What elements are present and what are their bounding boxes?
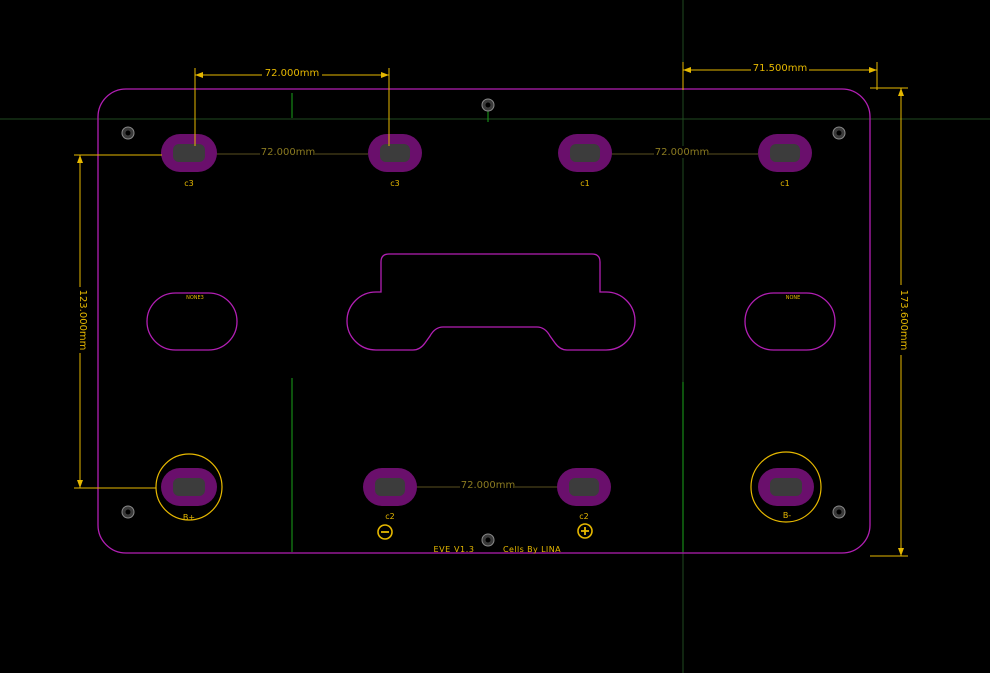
inline-dim-c3: 72.000mm (261, 147, 315, 158)
pad-label-b-plus: B+ (183, 513, 195, 522)
right-cutout (744, 292, 836, 351)
pad-label-c1-left: c1 (580, 179, 590, 188)
minus-circle-icon (377, 524, 393, 540)
dim-label-height-vertical: 173.600mm (898, 290, 909, 351)
pad-c1-right[interactable] (758, 134, 812, 172)
plus-circle-icon (577, 523, 593, 539)
pad-c3-right[interactable] (368, 134, 422, 172)
mounting-hole-icon (832, 126, 846, 140)
mounting-hole-icon (121, 505, 135, 519)
board-outline (97, 88, 871, 554)
dim-label-top-pad-spacing: 72.000mm (265, 68, 319, 79)
pad-label-c3-left: c3 (184, 179, 194, 188)
mounting-hole-icon (481, 98, 495, 112)
left-cutout (146, 292, 238, 351)
pad-label-c2-right: c2 (579, 512, 589, 521)
mounting-hole-icon (481, 533, 495, 547)
pad-b-plus[interactable] (161, 468, 217, 506)
silk-credit: Cells By LINA (503, 545, 561, 554)
b-plus-ring (155, 453, 223, 521)
pad-c3-left[interactable] (161, 134, 217, 172)
silk-version: EVE V1.3 (433, 545, 474, 554)
left-cutout-label: NONE3 (186, 295, 204, 301)
pad-c1-left[interactable] (558, 134, 612, 172)
center-cutout (346, 253, 636, 351)
dim-label-top-right-offset: 71.500mm (753, 63, 807, 74)
dim-label-left-pad-spacing: 123.000mm (77, 290, 88, 351)
mounting-hole-icon (832, 505, 846, 519)
inline-dim-c2: 72.000mm (461, 480, 515, 491)
pad-label-c3-right: c3 (390, 179, 400, 188)
pad-b-minus[interactable] (758, 468, 814, 506)
pad-label-b-minus: B- (783, 511, 791, 520)
b-minus-ring (750, 451, 822, 523)
pad-c2-right[interactable] (557, 468, 611, 506)
inline-dim-c1: 72.000mm (655, 147, 709, 158)
pad-label-c1-right: c1 (780, 179, 790, 188)
pad-c2-left[interactable] (363, 468, 417, 506)
pad-label-c2-left: c2 (385, 512, 395, 521)
right-cutout-label: NONE (786, 295, 801, 301)
mounting-hole-icon (121, 126, 135, 140)
